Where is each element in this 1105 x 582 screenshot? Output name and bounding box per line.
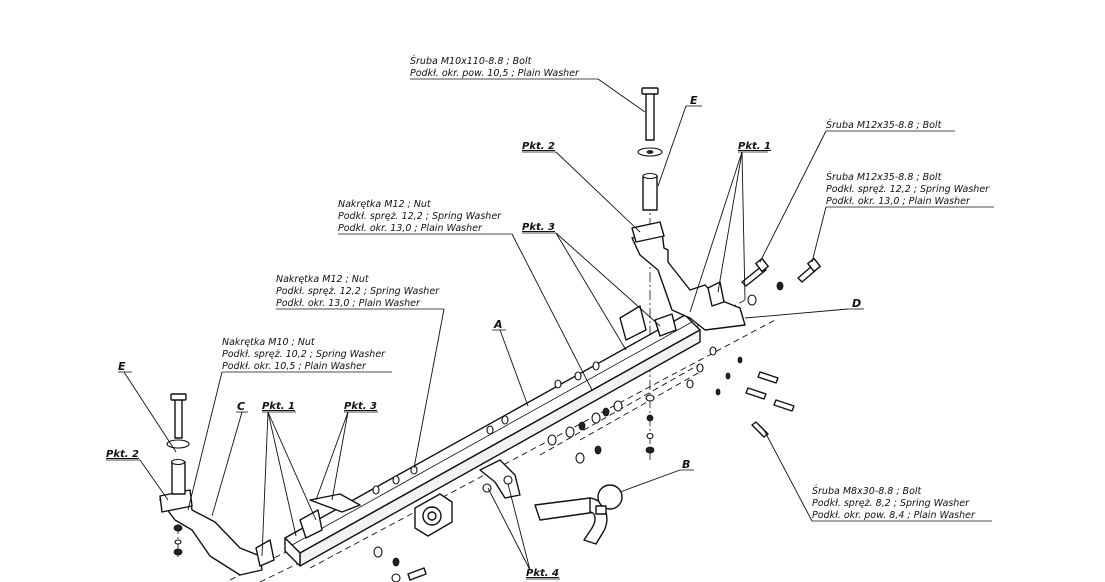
crossbar-fasteners [372, 361, 623, 582]
ball-mount-b [479, 459, 623, 545]
callout-nut-m10: Nakrętka M10 ; Nut Podkł. spręż. 10,2 ; … [222, 337, 386, 372]
callout-top-bolt-line-2: Podkł. okr. pow. 10,5 ; Plain Washer [410, 68, 580, 79]
right-m8-bolts [686, 346, 795, 438]
callout-nut-m12-lower-line-3: Podkł. okr. 13,0 ; Plain Washer [276, 298, 421, 309]
callout-nut-m12-upper-line-3: Podkł. okr. 13,0 ; Plain Washer [338, 223, 483, 234]
right-m12-bolts [741, 257, 821, 306]
callout-right-bolt-1-line-1: Śruba M12x35-8.8 ; Bolt [826, 119, 943, 131]
part-letters: E E A B C D [118, 94, 861, 471]
assembly-axes [177, 200, 776, 582]
ref-pkt3-left: Pkt. 3 [344, 401, 377, 412]
letter-a: A [493, 318, 503, 331]
callout-nut-m12-lower-line-2: Podkł. spręż. 12,2 ; Spring Washer [276, 286, 440, 297]
callout-top-bolt: Śruba M10x110-8.8 ; Bolt Podkł. okr. pow… [410, 55, 580, 79]
callout-right-bolt-1: Śruba M12x35-8.8 ; Bolt [826, 119, 943, 131]
callout-right-bolt-2-line-1: Śruba M12x35-8.8 ; Bolt [826, 171, 943, 183]
callout-bottom-bolt: Śruba M8x30-8.8 ; Bolt Podkł. spręż. 8,2… [812, 485, 976, 521]
letter-e-right: E [690, 94, 698, 107]
ref-pkt1-right: Pkt. 1 [738, 141, 771, 152]
callout-top-bolt-line-1: Śruba M10x110-8.8 ; Bolt [410, 55, 533, 67]
crossbar-a [284, 314, 701, 567]
right-bracket-d [619, 221, 746, 341]
letter-b: B [682, 458, 690, 471]
callout-bottom-bolt-line-2: Podkł. spręż. 8,2 ; Spring Washer [812, 498, 970, 509]
callout-right-bolt-2: Śruba M12x35-8.8 ; Bolt Podkł. spręż. 12… [826, 171, 990, 207]
letter-e-left: E [118, 360, 126, 373]
ref-pkt3-right: Pkt. 3 [522, 222, 555, 233]
callout-nut-m12-lower: Nakrętka M12 ; Nut Podkł. spręż. 12,2 ; … [276, 274, 440, 309]
callout-nut-m10-line-2: Podkł. spręż. 10,2 ; Spring Washer [222, 349, 386, 360]
ref-pkt2-right: Pkt. 2 [522, 141, 555, 152]
callout-nut-m12-upper-line-1: Nakrętka M12 ; Nut [338, 199, 432, 210]
ref-pkt4: Pkt. 4 [526, 568, 559, 579]
ref-pkt1-left: Pkt. 1 [262, 401, 295, 412]
letter-d: D [852, 297, 861, 310]
callout-nut-m12-lower-line-1: Nakrętka M12 ; Nut [276, 274, 370, 285]
callout-right-bolt-2-line-2: Podkł. spręż. 12,2 ; Spring Washer [826, 184, 990, 195]
callout-bottom-bolt-line-1: Śruba M8x30-8.8 ; Bolt [812, 485, 923, 497]
ref-pkt2-left: Pkt. 2 [106, 449, 139, 460]
top-bolt-assembly [637, 87, 663, 454]
callout-nut-m12-upper-line-2: Podkł. spręż. 12,2 ; Spring Washer [338, 211, 502, 222]
socket-plate [414, 493, 453, 537]
leader-lines [106, 78, 994, 580]
left-bolt-assembly [166, 393, 190, 556]
callout-nut-m10-line-3: Podkł. okr. 10,5 ; Plain Washer [222, 361, 367, 372]
callout-bottom-bolt-line-3: Podkł. okr. pow. 8,4 ; Plain Washer [812, 510, 976, 521]
letter-c: C [237, 400, 245, 413]
callout-nut-m10-line-1: Nakrętka M10 ; Nut [222, 337, 316, 348]
callout-right-bolt-2-line-3: Podkł. okr. 13,0 ; Plain Washer [826, 196, 971, 207]
callout-nut-m12-upper: Nakrętka M12 ; Nut Podkł. spręż. 12,2 ; … [338, 199, 502, 234]
point-references: Pkt. 1 Pkt. 2 Pkt. 3 Pkt. 1 Pkt. 2 Pkt. … [106, 141, 771, 579]
